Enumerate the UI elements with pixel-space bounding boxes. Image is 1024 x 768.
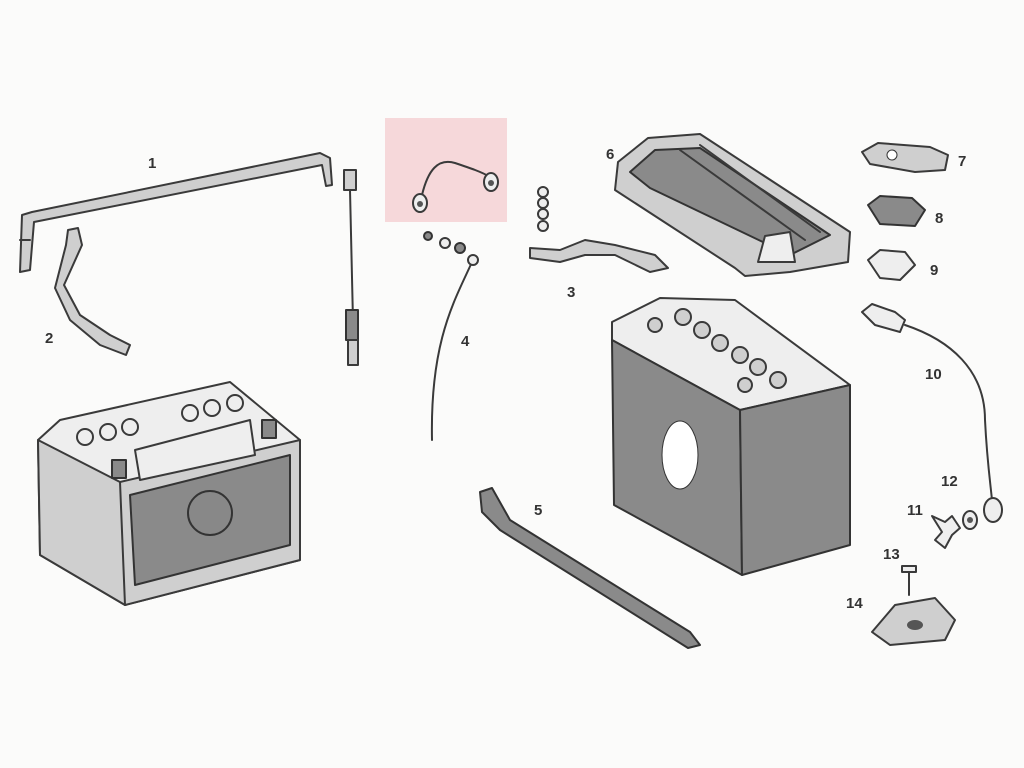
label-11: 11 [907,502,923,519]
part-10-cable [861,303,1003,523]
part-4-cable [423,231,479,441]
part-5-strap [479,487,701,649]
part-2-strap [54,227,131,356]
label-3: 3 [567,284,575,301]
clamp-rod [343,169,359,366]
label-2: 2 [45,330,53,347]
label-8: 8 [935,210,943,227]
label-10: 10 [925,366,942,383]
part-3-strap [529,186,669,273]
part-13-bolt [901,565,917,596]
label-1: 1 [148,155,156,172]
label-9: 9 [930,262,938,279]
label-4: 4 [461,333,470,350]
part-8-terminal [867,195,926,227]
part-11-wing-nut [931,515,961,549]
label-5: 5 [534,502,542,519]
left-battery [37,381,301,606]
earth-lead-highlighted [412,160,499,213]
part-9-terminal [867,249,916,281]
part-6-battery-cover [614,133,851,277]
label-7: 7 [958,153,966,170]
highlight-box [385,118,507,222]
part-14-bracket [871,597,956,646]
part-1-clamp-bar [19,152,333,273]
part-12-washer [962,510,978,530]
part-7-terminal [861,142,949,173]
right-battery [611,297,851,576]
label-6: 6 [606,146,614,163]
label-14: 14 [846,595,863,612]
label-13: 13 [883,546,900,563]
label-12: 12 [941,473,958,490]
